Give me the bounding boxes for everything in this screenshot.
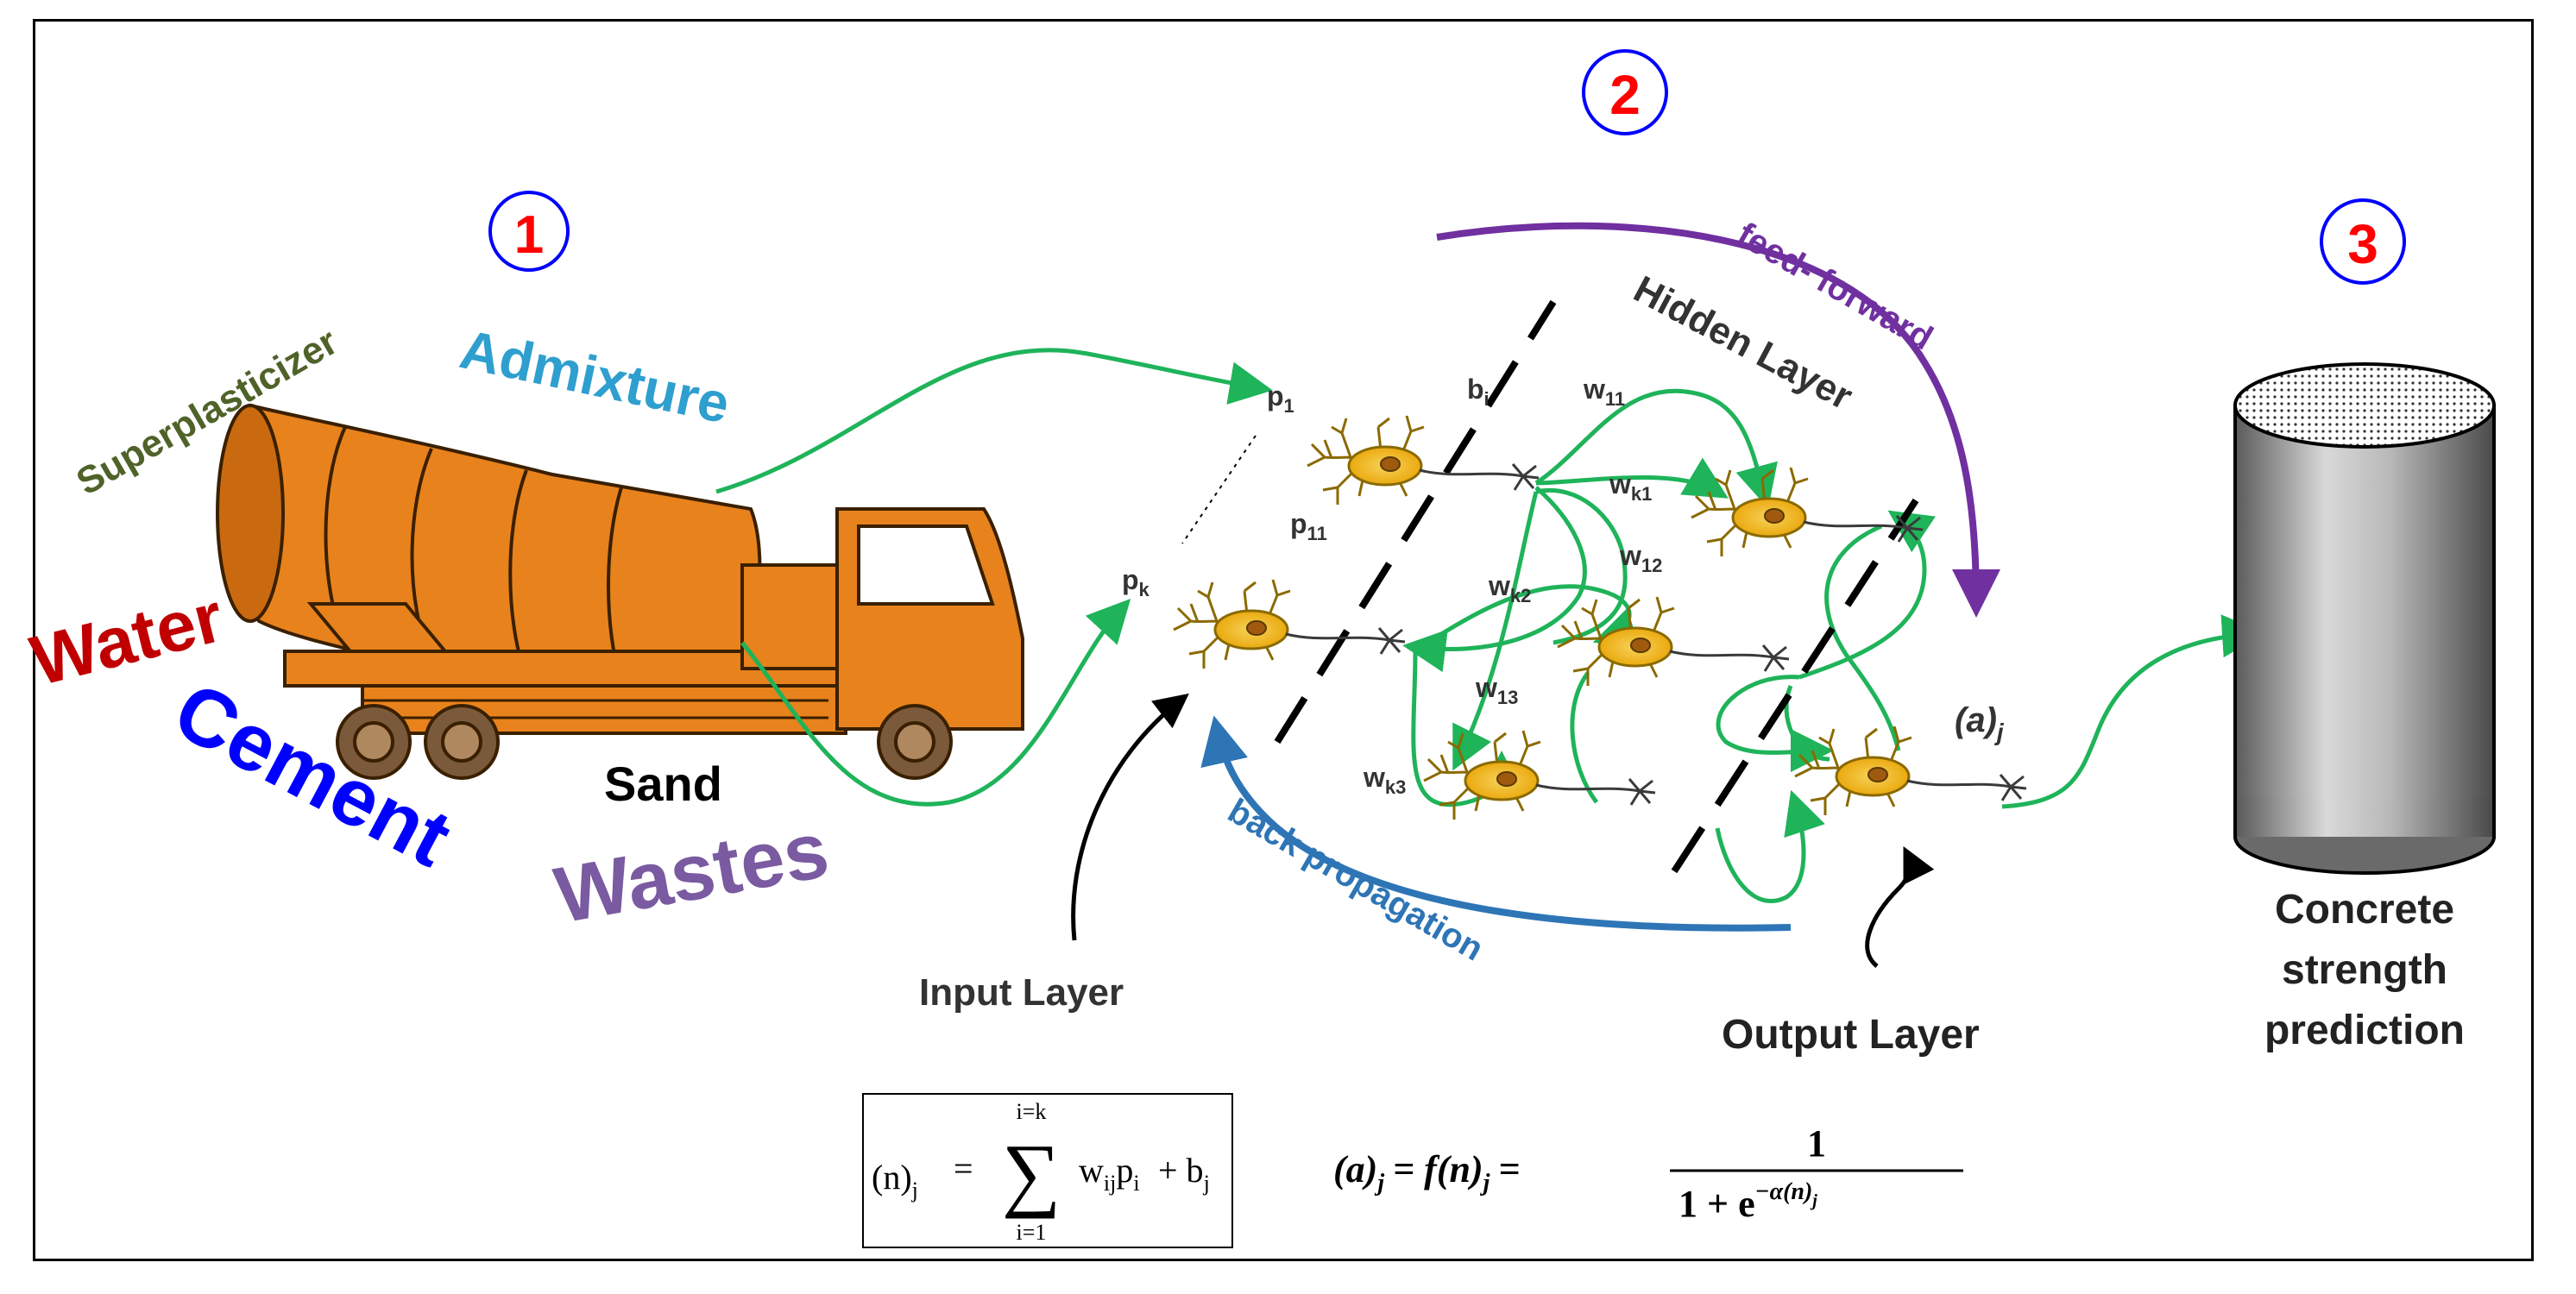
step-1-badge: 1: [488, 191, 570, 272]
concrete-cylinder-illustration: [2233, 362, 2496, 875]
output-caption-line3: prediction: [2264, 1008, 2465, 1053]
neuron-output: [1793, 725, 2028, 817]
step-2-badge: 2: [1582, 49, 1668, 135]
svg-text:wijpi: wijpi: [1079, 1151, 1140, 1196]
aj-label: (a)j: [1955, 701, 2005, 745]
step-2-number: 2: [1609, 64, 1641, 126]
sand-label: Sand: [604, 757, 722, 811]
w12-label: w12: [1619, 540, 1662, 576]
w13-label: w13: [1475, 672, 1518, 708]
layer-separators: [1274, 299, 1919, 874]
svg-text:i=k: i=k: [1017, 1099, 1047, 1124]
input-layer-label: Input Layer: [919, 971, 1124, 1014]
neuron-input-1: [1306, 414, 1540, 506]
wk3-label: wk3: [1363, 762, 1406, 798]
p11-label: p11: [1290, 508, 1327, 544]
p1-label: p1: [1267, 380, 1294, 417]
svg-text:(n)j: (n)j: [872, 1158, 918, 1203]
wastes-label: Wastes: [549, 806, 835, 940]
output-layer-pointer: [1865, 846, 1935, 968]
input-layer-pointer: [1071, 693, 1189, 941]
feed-forward-arrow: [1436, 222, 2000, 618]
wk1-label: wk1: [1609, 468, 1652, 505]
back-propagation-label: back propagation: [1222, 792, 1490, 969]
svg-text:i=1: i=1: [1017, 1220, 1047, 1245]
neuron-hidden-2: [1556, 595, 1791, 688]
svg-text:1 + e−α(n)j: 1 + e−α(n)j: [1678, 1178, 1817, 1225]
step-1-number: 1: [514, 205, 544, 265]
svg-text:(a)j= f(n)j=: (a)j= f(n)j=: [1333, 1148, 1520, 1197]
step-3-badge: 3: [2320, 198, 2406, 285]
weighted-sum-bias: + bj: [1158, 1151, 1210, 1196]
activation-formula: (a)j= f(n)j= 1 1 + e−α(n)j: [1333, 1122, 1963, 1225]
step-3-number: 3: [2347, 213, 2378, 275]
w11-label: w11: [1583, 374, 1625, 410]
diagram-frame: [33, 19, 2534, 1261]
back-propagation-arrow: [1200, 715, 1792, 932]
neuron-hidden-1: [1690, 466, 1924, 558]
bi-label: bi: [1467, 374, 1490, 410]
input-ellipsis-line: [1181, 435, 1257, 544]
svg-text:1: 1: [1807, 1122, 1826, 1165]
admixture-label: Admixture: [455, 317, 735, 435]
neuron-hidden-3: [1422, 729, 1657, 821]
output-caption-line1: Concrete: [2275, 887, 2454, 933]
svg-text:∑: ∑: [1002, 1127, 1061, 1219]
weighted-sum-formula: (n)j = i=k ∑ i=1 wijpi: [862, 1093, 1233, 1248]
wk2-label: wk2: [1488, 570, 1531, 606]
output-layer-label: Output Layer: [1722, 1012, 1980, 1058]
pk-label: pk: [1122, 564, 1150, 600]
mixer-truck-illustration: [216, 403, 1024, 780]
output-caption-line2: strength: [2282, 947, 2447, 993]
svg-text:=: =: [954, 1149, 973, 1188]
